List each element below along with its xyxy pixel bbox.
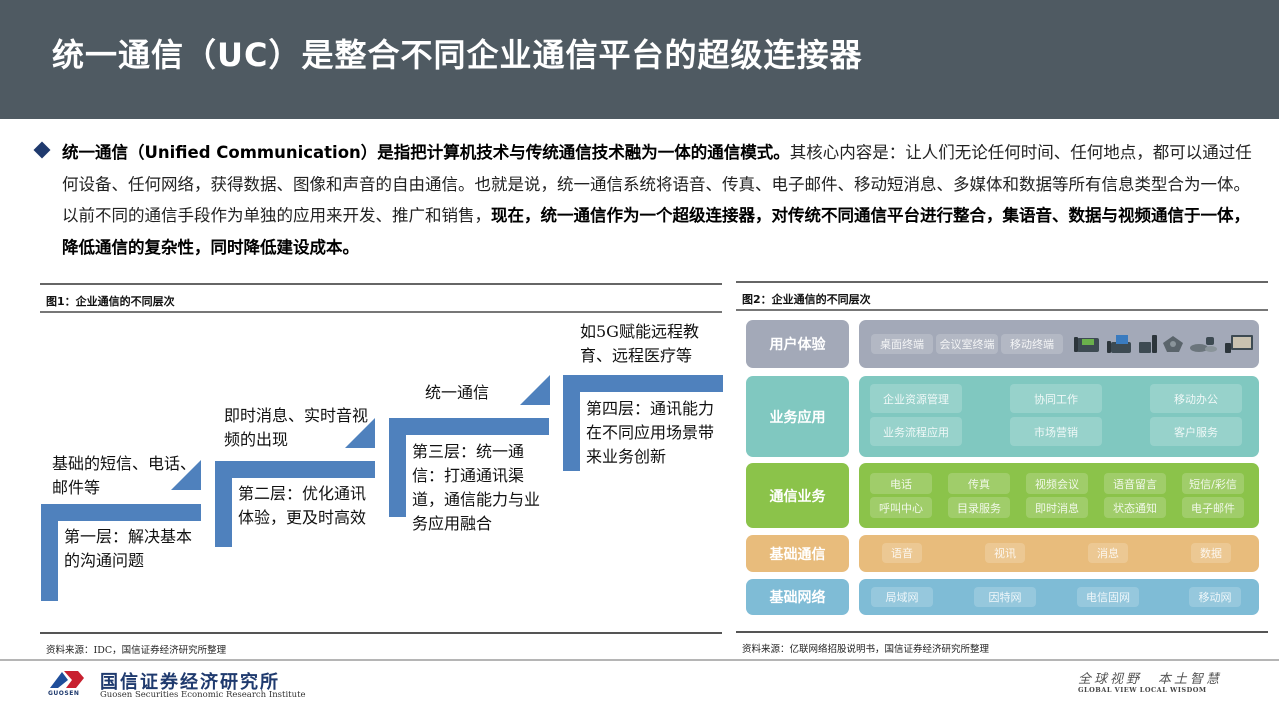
figure1-title: 图1：企业通信的不同层次 bbox=[46, 295, 175, 308]
layer-label-communication-services: 通信业务 bbox=[746, 463, 849, 528]
chip-erp: 企业资源管理 bbox=[870, 384, 962, 413]
dect-phone-icon bbox=[1139, 335, 1157, 353]
chip-instant-messaging: 即时消息 bbox=[1026, 497, 1088, 518]
step2-below-text: 第二层：优化通讯体验，更及时高效 bbox=[238, 484, 367, 527]
chip-data: 数据 bbox=[1191, 543, 1231, 563]
diamond-bullet-icon bbox=[33, 141, 51, 159]
chip-internet: 因特网 bbox=[974, 587, 1036, 607]
step4-vertical-bar bbox=[563, 375, 580, 471]
layer-body-user-experience: 桌面终端 会议室终端 移动终端 bbox=[859, 320, 1259, 368]
logo-mark-text: GUOSEN bbox=[48, 690, 80, 697]
chip-fax: 传真 bbox=[948, 473, 1010, 494]
chip-phone: 电话 bbox=[870, 473, 932, 494]
step1-horizontal-bar bbox=[41, 504, 201, 521]
layer-body-communication-services: 电话 传真 视频会议 语音留言 短信/彩信 呼叫中心 目录服务 即时消息 状态通… bbox=[859, 463, 1259, 528]
step3-vertical-bar bbox=[389, 418, 406, 517]
chip-lan: 局域网 bbox=[871, 587, 933, 607]
video-conference-icon bbox=[1190, 337, 1217, 352]
chip-customer-service: 客户服务 bbox=[1150, 417, 1242, 446]
step4-above-text: 如5G赋能远程教育、远程医疗等 bbox=[580, 322, 699, 365]
step3-horizontal-bar bbox=[389, 418, 549, 435]
figure1-footer: 资料来源：IDC，国信证券经济研究所整理 bbox=[40, 632, 722, 658]
figure1-header: 图1：企业通信的不同层次 bbox=[40, 283, 722, 313]
step2-arrow-triangle bbox=[345, 418, 375, 448]
figure2-header: 图2：企业通信的不同层次 bbox=[736, 281, 1268, 311]
chip-message: 消息 bbox=[1088, 543, 1128, 563]
guosen-logo-icon bbox=[50, 671, 84, 688]
institute-name-cn: 国信证券经济研究所 bbox=[100, 672, 280, 693]
step1-arrow-triangle bbox=[171, 460, 201, 490]
figure2-title: 图2：企业通信的不同层次 bbox=[742, 293, 871, 306]
step1-above-text: 基础的短信、电话、邮件等 bbox=[52, 454, 197, 497]
layer-label-business-applications: 业务应用 bbox=[746, 376, 849, 457]
layer-body-basic-network: 局域网 因特网 电信固网 移动网 bbox=[859, 579, 1259, 615]
chip-fixed-network: 电信固网 bbox=[1077, 587, 1139, 607]
intro-paragraph: 统一通信（Unified Communication）是指把计算机技术与传统通信… bbox=[62, 137, 1257, 263]
chip-video: 视讯 bbox=[985, 543, 1025, 563]
chip-business-process: 业务流程应用 bbox=[870, 417, 962, 446]
figure1-source: 资料来源：IDC，国信证券经济研究所整理 bbox=[46, 645, 227, 656]
chip-presence: 状态通知 bbox=[1104, 497, 1166, 518]
layer-body-basic-communication: 语音 视讯 消息 数据 bbox=[859, 535, 1259, 572]
chip-voicemail: 语音留言 bbox=[1104, 473, 1166, 494]
chip-mobile-terminal: 移动终端 bbox=[1001, 334, 1063, 354]
intro-body: 其核心内容是：让人们无论任何时间、任何地点，都可以通过任何设备、任何网络，获得数… bbox=[62, 143, 1252, 225]
figure2-source: 资料来源：亿联网络招股说明书，国信证券经济研究所整理 bbox=[742, 644, 990, 655]
chip-mobile-office: 移动办公 bbox=[1150, 384, 1242, 413]
institute-name-en: Guosen Securities Economic Research Inst… bbox=[100, 690, 306, 700]
slogan-cn: 全球视野 本土智慧 bbox=[1078, 672, 1223, 687]
chip-video-conference: 视频会议 bbox=[1026, 473, 1088, 494]
chip-directory-service: 目录服务 bbox=[948, 497, 1010, 518]
step2-above-text: 即时消息、实时音视频的出现 bbox=[224, 406, 369, 449]
chip-email: 电子邮件 bbox=[1182, 497, 1244, 518]
step3-below-text: 第三层：统一通信：打通通讯渠道，通信能力与业务应用融合 bbox=[412, 442, 541, 533]
chip-collaboration: 协同工作 bbox=[1010, 384, 1102, 413]
intro-bold-conclusion: 现在，统一通信作为一个超级连接器，对传统不同通信平台进行整合，集语音、数据与视频… bbox=[62, 206, 1250, 257]
intro-bold-definition: 统一通信（Unified Communication）是指把计算机技术与传统通信… bbox=[62, 143, 790, 162]
desk-phone-icon bbox=[1074, 337, 1099, 352]
mobile-tablet-icon bbox=[1225, 335, 1253, 353]
step4-below-text: 第四层：通讯能力在不同应用场景带来业务创新 bbox=[586, 399, 715, 466]
step3-arrow-triangle bbox=[520, 375, 550, 405]
step2-horizontal-bar bbox=[215, 461, 375, 478]
conference-phone-icon bbox=[1163, 336, 1183, 352]
chip-desktop-terminal: 桌面终端 bbox=[871, 334, 933, 354]
step2-vertical-bar bbox=[215, 461, 232, 547]
layer-label-user-experience: 用户体验 bbox=[746, 320, 849, 368]
chip-voice: 语音 bbox=[882, 543, 922, 563]
figure2-footer: 资料来源：亿联网络招股说明书，国信证券经济研究所整理 bbox=[736, 631, 1268, 657]
step1-below-text: 第一层：解决基本的沟通问题 bbox=[64, 527, 193, 570]
chip-sms-mms: 短信/彩信 bbox=[1182, 473, 1244, 494]
step3-above-text: 统一通信 bbox=[425, 383, 490, 402]
layer-body-business-applications: 企业资源管理 协同工作 移动办公 业务流程应用 市场营销 客户服务 bbox=[859, 376, 1259, 457]
step4-horizontal-bar bbox=[563, 375, 723, 392]
step1-vertical-bar bbox=[41, 504, 58, 601]
layer-label-basic-communication: 基础通信 bbox=[746, 535, 849, 572]
slide-header: 统一通信（UC）是整合不同企业通信平台的超级连接器 bbox=[0, 0, 1279, 119]
slogan-en: GLOBAL VIEW LOCAL WISDOM bbox=[1078, 686, 1207, 694]
layer-label-basic-network: 基础网络 bbox=[746, 579, 849, 615]
chip-meeting-room-terminal: 会议室终端 bbox=[936, 334, 998, 354]
slide-title: 统一通信（UC）是整合不同企业通信平台的超级连接器 bbox=[52, 36, 863, 74]
chip-marketing: 市场营销 bbox=[1010, 417, 1102, 446]
video-phone-icon bbox=[1107, 335, 1131, 353]
footer-divider bbox=[0, 659, 1279, 661]
chip-mobile-network: 移动网 bbox=[1189, 587, 1241, 607]
chip-call-center: 呼叫中心 bbox=[870, 497, 932, 518]
